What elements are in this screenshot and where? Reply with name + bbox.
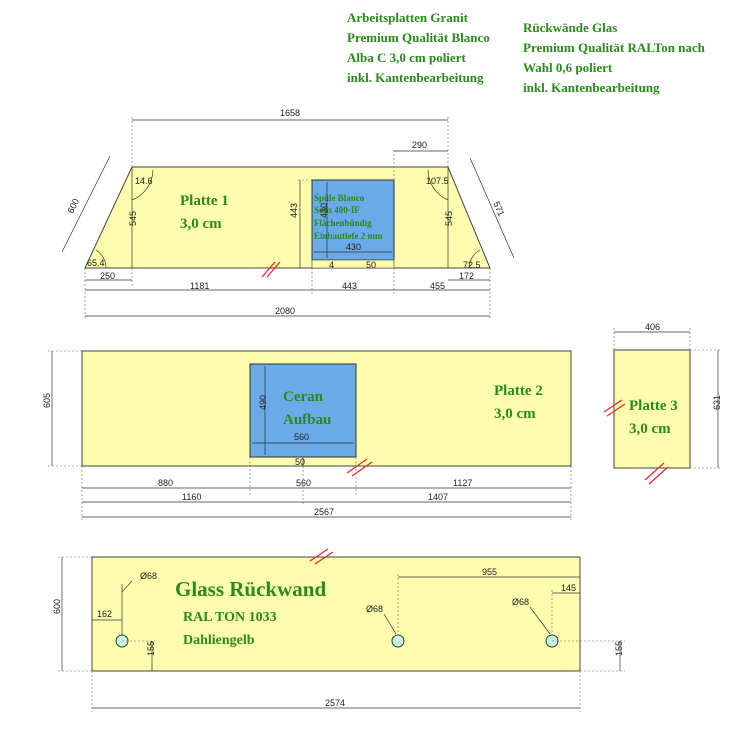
note-line: Premium Qualität RALTon nach (523, 40, 706, 55)
dim-height-left: 545 (128, 211, 138, 226)
dim-hole-dia: Ø68 (140, 571, 157, 581)
backwall-ral: RAL TON 1033 (183, 610, 277, 625)
dim-cut-w: 560 (294, 432, 309, 442)
dim-line (469, 157, 515, 259)
dim-row2: 1407 (428, 492, 448, 502)
note-line: Alba C 3,0 cm poliert (347, 50, 466, 65)
dim-right-slant: 571 (491, 200, 506, 218)
plate-thickness: 3,0 cm (180, 216, 222, 232)
dim-line (61, 155, 111, 253)
plate-thickness: 3,0 cm (629, 421, 671, 437)
dim-small: 4 (329, 260, 334, 270)
dim-cut-inner-h: 430 (319, 203, 329, 218)
angle-arc (95, 249, 107, 269)
glass-backwall: Glass Rückwand RAL TON 1033 Dahliengelb … (52, 548, 625, 712)
angle-arc (131, 169, 154, 201)
dim-row2: 1160 (182, 492, 201, 502)
dim-small: 50 (366, 260, 376, 270)
dim-left-off: 162 (97, 609, 112, 619)
dim-hole-h: 155 (146, 641, 156, 656)
dim-total: 2080 (275, 306, 295, 316)
dim-row1: 560 (296, 478, 311, 488)
dim-total: 2574 (325, 698, 345, 708)
sink-strip (311, 259, 395, 269)
dim-bottom-left: 250 (100, 271, 115, 281)
note-line: Arbeitsplatten Granit (347, 10, 469, 25)
dim-hole-dia: Ø68 (512, 597, 529, 607)
sink-label: Spüle Blanco (314, 193, 365, 203)
dim-height: 631 (712, 395, 722, 410)
angle-label: 14.6 (135, 176, 153, 186)
note-line: inkl. Kantenbearbeitung (347, 70, 484, 85)
dim-bottom-right: 172 (459, 271, 474, 281)
note-line: inkl. Kantenbearbeitung (523, 80, 660, 95)
dim-small: 50 (295, 457, 305, 467)
dim-cut-inner-w: 430 (346, 242, 361, 252)
dim-height: 600 (52, 599, 62, 614)
plate-1: 14.6 107.5 65.4 72.5 Platte 1 3,0 cm Spü… (61, 108, 515, 318)
backwall-title: Glass Rückwand (175, 577, 326, 601)
dim-span: 955 (482, 567, 497, 577)
dim-cut-h: 490 (258, 395, 268, 410)
note-line: Wahl 0,6 poliert (523, 60, 613, 75)
backwall-shape (91, 556, 581, 672)
dim-left-slant: 600 (66, 197, 82, 215)
plate-name: Platte 1 (180, 193, 229, 209)
sink-label: Einbautiefe 2 mm (314, 231, 383, 241)
plate-thickness: 3,0 cm (494, 406, 536, 422)
dim-seg: 1181 (190, 281, 209, 291)
plate-3-shape (613, 349, 691, 469)
note-line: Rückwände Glas (523, 20, 617, 35)
dim-top-right: 290 (412, 140, 427, 150)
angle-label: 65.4 (87, 258, 105, 268)
dim-cut-height: 443 (289, 203, 299, 218)
dim-top: 1658 (280, 108, 300, 118)
angle-arc (468, 249, 481, 269)
dim-height-right: 545 (444, 211, 454, 226)
cooktop-label: Ceran (283, 389, 324, 405)
plate-2: Ceran Aufbau Platte 2 3,0 cm 605 490 560… (42, 350, 572, 520)
dim-seg: 443 (342, 281, 357, 291)
socket-hole (391, 634, 405, 648)
note-line: Premium Qualität Blanco (347, 30, 490, 45)
dim-total: 2567 (314, 507, 334, 517)
cooktop-cutout (249, 363, 357, 458)
plate-name: Platte 3 (629, 398, 678, 414)
backwall-note: Rückwände Glas Premium Qualität RALTon n… (523, 20, 706, 95)
countertop-note: Arbeitsplatten Granit Premium Qualität B… (347, 10, 490, 85)
sink-label: Flächenbündig (314, 218, 372, 228)
dim-row1: 1127 (453, 478, 472, 488)
angle-label: 72.5 (463, 260, 481, 270)
dim-right-off: 145 (561, 583, 576, 593)
plate-name: Platte 2 (494, 383, 543, 399)
sink-label: Solis 400-IF (314, 205, 360, 215)
angle-arc (427, 169, 449, 201)
cooktop-label: Aufbau (283, 412, 331, 428)
dim-height: 605 (42, 393, 52, 408)
backwall-color: Dahliengelb (183, 633, 255, 648)
plate-3: Platte 3 3,0 cm 406 631 (603, 322, 722, 485)
sink-cutout (311, 179, 395, 261)
angle-label: 107.5 (426, 176, 449, 186)
dim-width: 406 (645, 322, 660, 332)
dim-hole-h: 155 (614, 641, 624, 656)
dim-row1: 880 (158, 478, 173, 488)
dim-hole-dia: Ø68 (366, 604, 383, 614)
dim-seg: 455 (430, 281, 445, 291)
